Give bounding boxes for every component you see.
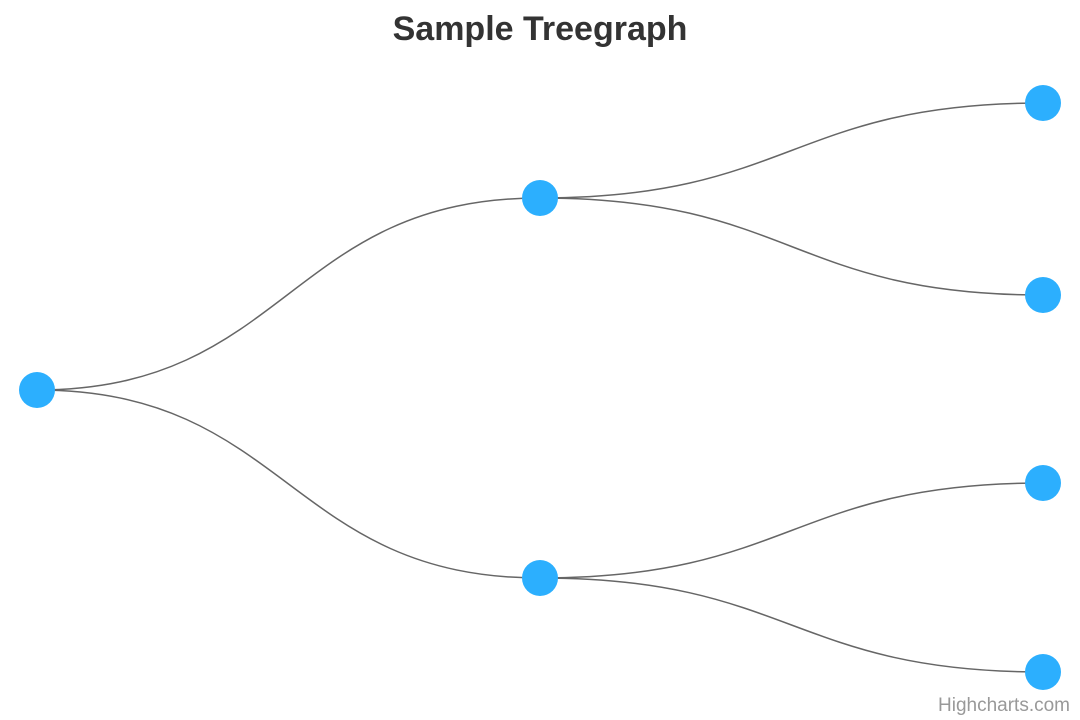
chart-title: Sample Treegraph bbox=[392, 10, 688, 48]
tree-node-child-2[interactable] bbox=[522, 560, 558, 596]
tree-link-root-child-2 bbox=[36, 389, 541, 579]
tree-link-child-1-leaf-1 bbox=[539, 102, 1044, 199]
tree-node-leaf-2[interactable] bbox=[1025, 277, 1061, 313]
tree-link-child-2-leaf-3 bbox=[539, 482, 1044, 579]
tree-node-leaf-3[interactable] bbox=[1025, 465, 1061, 501]
tree-node-root[interactable] bbox=[19, 372, 55, 408]
tree-node-child-1[interactable] bbox=[522, 180, 558, 216]
highcharts-credits-link[interactable]: Highcharts.com bbox=[938, 695, 1070, 716]
tree-link-child-1-leaf-2 bbox=[539, 197, 1044, 296]
tree-link-child-2-leaf-4 bbox=[539, 577, 1044, 673]
tree-link-root-child-1 bbox=[36, 197, 541, 391]
tree-node-leaf-4[interactable] bbox=[1025, 654, 1061, 690]
tree-node-leaf-1[interactable] bbox=[1025, 85, 1061, 121]
